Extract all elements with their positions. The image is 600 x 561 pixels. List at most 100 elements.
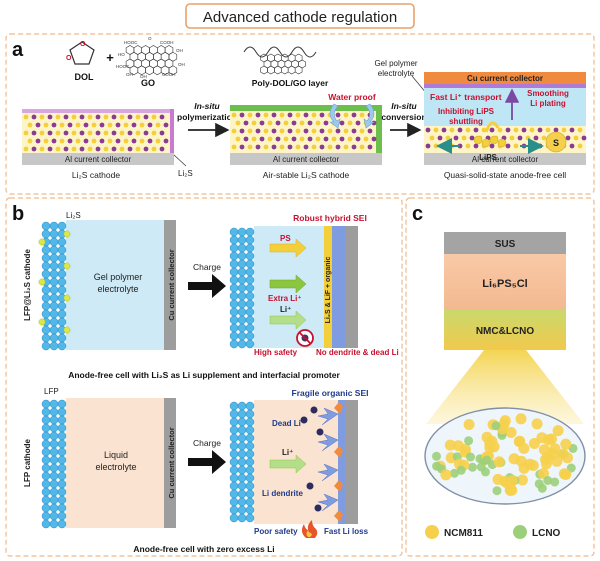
fire-icon — [301, 520, 318, 538]
ncm811-legend-swatch — [425, 525, 439, 539]
sulfur-ring-icon — [545, 131, 567, 153]
lfp-particle — [229, 267, 239, 277]
lfp-particle — [245, 425, 255, 435]
fragile-sei-fragment — [334, 510, 343, 522]
liquid-electrolyte-line1: Liquid — [104, 450, 128, 460]
fragile-sei-fragment — [334, 446, 343, 458]
ncm811-particle — [440, 469, 452, 481]
lfp-particle — [41, 447, 51, 457]
dol-molecule-icon: O O — [66, 41, 95, 65]
lcno-particle — [466, 452, 475, 462]
lfp-particle — [229, 417, 239, 427]
lfp-particle — [229, 291, 239, 301]
cathode-particle — [267, 120, 273, 126]
lcno-particle — [550, 477, 560, 487]
cathode-particle — [159, 114, 165, 120]
cathode-particle — [27, 122, 33, 128]
sus-layer — [444, 232, 566, 254]
cathode-particle — [311, 112, 317, 118]
lfp-particle — [49, 463, 59, 473]
cathode-particle — [505, 127, 511, 133]
plus-sign: + — [106, 50, 114, 65]
lfp-particle — [237, 275, 247, 285]
cathode-particle — [271, 128, 277, 134]
ncm811-particle — [499, 415, 511, 427]
al-collector-1 — [22, 153, 174, 165]
li-ion-arrow-bottom — [269, 454, 307, 474]
cathode-particle — [67, 122, 73, 128]
cathode-particle — [255, 112, 261, 118]
header-box — [185, 3, 415, 29]
cathode-particle — [123, 138, 129, 144]
cathode-particle — [453, 135, 459, 141]
cathode-particle — [343, 144, 349, 150]
lfp-particle — [229, 307, 239, 317]
cathode-particle — [303, 112, 309, 118]
lcno-particle — [456, 465, 466, 475]
cathode-particle — [83, 138, 89, 144]
li-ion-label-bottom: Li⁺ — [282, 448, 293, 457]
lfp-particle — [41, 333, 51, 343]
robust-sei-label: Robust hybrid SEI — [293, 213, 367, 223]
lfp-particle — [229, 227, 239, 237]
caption-top: Anode-free cell with Li₂S as Li suppleme… — [68, 370, 340, 380]
water-deflect-icon-right — [363, 103, 375, 129]
cathode-particle — [263, 144, 269, 150]
cathode-particle — [155, 122, 161, 128]
cathode-particle — [565, 135, 571, 141]
li2s-particle — [63, 294, 71, 302]
li2s-particle — [38, 238, 46, 246]
cathode-particle — [111, 146, 117, 152]
lfp-particle — [41, 479, 51, 489]
lfp-particle — [49, 503, 59, 513]
ncm811-particle — [486, 435, 498, 447]
cathode-particle — [577, 127, 583, 133]
lfp-particles — [41, 399, 67, 529]
dead-li-particle — [310, 406, 318, 414]
cathode-particle — [239, 128, 245, 134]
lfp-particle — [245, 465, 255, 475]
go-group: O — [148, 36, 152, 41]
lfp-particle — [57, 237, 67, 247]
ncm811-particle — [538, 468, 549, 479]
lips-chain-icon — [473, 135, 507, 148]
go-group: OH — [176, 48, 183, 53]
lfp-particle — [57, 439, 67, 449]
lfp-particle — [245, 505, 255, 515]
cathode-particle — [79, 146, 85, 152]
dendrite — [317, 407, 339, 426]
poor-safety-label: Poor safety — [254, 527, 298, 536]
cathode-particle — [307, 136, 313, 142]
cathode-particle — [425, 143, 431, 149]
lfp-particle — [57, 463, 67, 473]
ncm811-particle — [560, 469, 572, 480]
cathode-particle — [247, 112, 253, 118]
li-ion-arrow-top — [269, 310, 307, 330]
cathode-particle — [127, 146, 133, 152]
cathode-particle — [351, 144, 357, 150]
lfp-particle — [49, 519, 59, 529]
cathode-particle — [151, 130, 157, 136]
cathode-particle — [239, 144, 245, 150]
cathode-particle — [529, 127, 535, 133]
ncm811-particle — [463, 419, 475, 430]
cathode-particle — [315, 120, 321, 126]
cathode-particle — [71, 130, 77, 136]
lfp-particle — [237, 235, 247, 245]
cathode-particle — [441, 127, 447, 133]
lfp-particle — [49, 479, 59, 489]
cathode-particle — [545, 127, 551, 133]
lfp-particle — [49, 229, 59, 239]
cathode-particle — [473, 143, 479, 149]
ncm811-particle — [557, 448, 569, 460]
lfp-particle — [41, 399, 51, 409]
cathode-particle — [255, 144, 261, 150]
cathode-particle — [35, 122, 41, 128]
lfp-particle — [41, 487, 51, 497]
cathode-particle — [115, 122, 121, 128]
li2s-layer-top — [22, 109, 174, 113]
cathode-particle — [355, 120, 361, 126]
lfp-particle — [229, 275, 239, 285]
cathode-particle — [47, 114, 53, 120]
lfp-particle — [245, 473, 255, 483]
